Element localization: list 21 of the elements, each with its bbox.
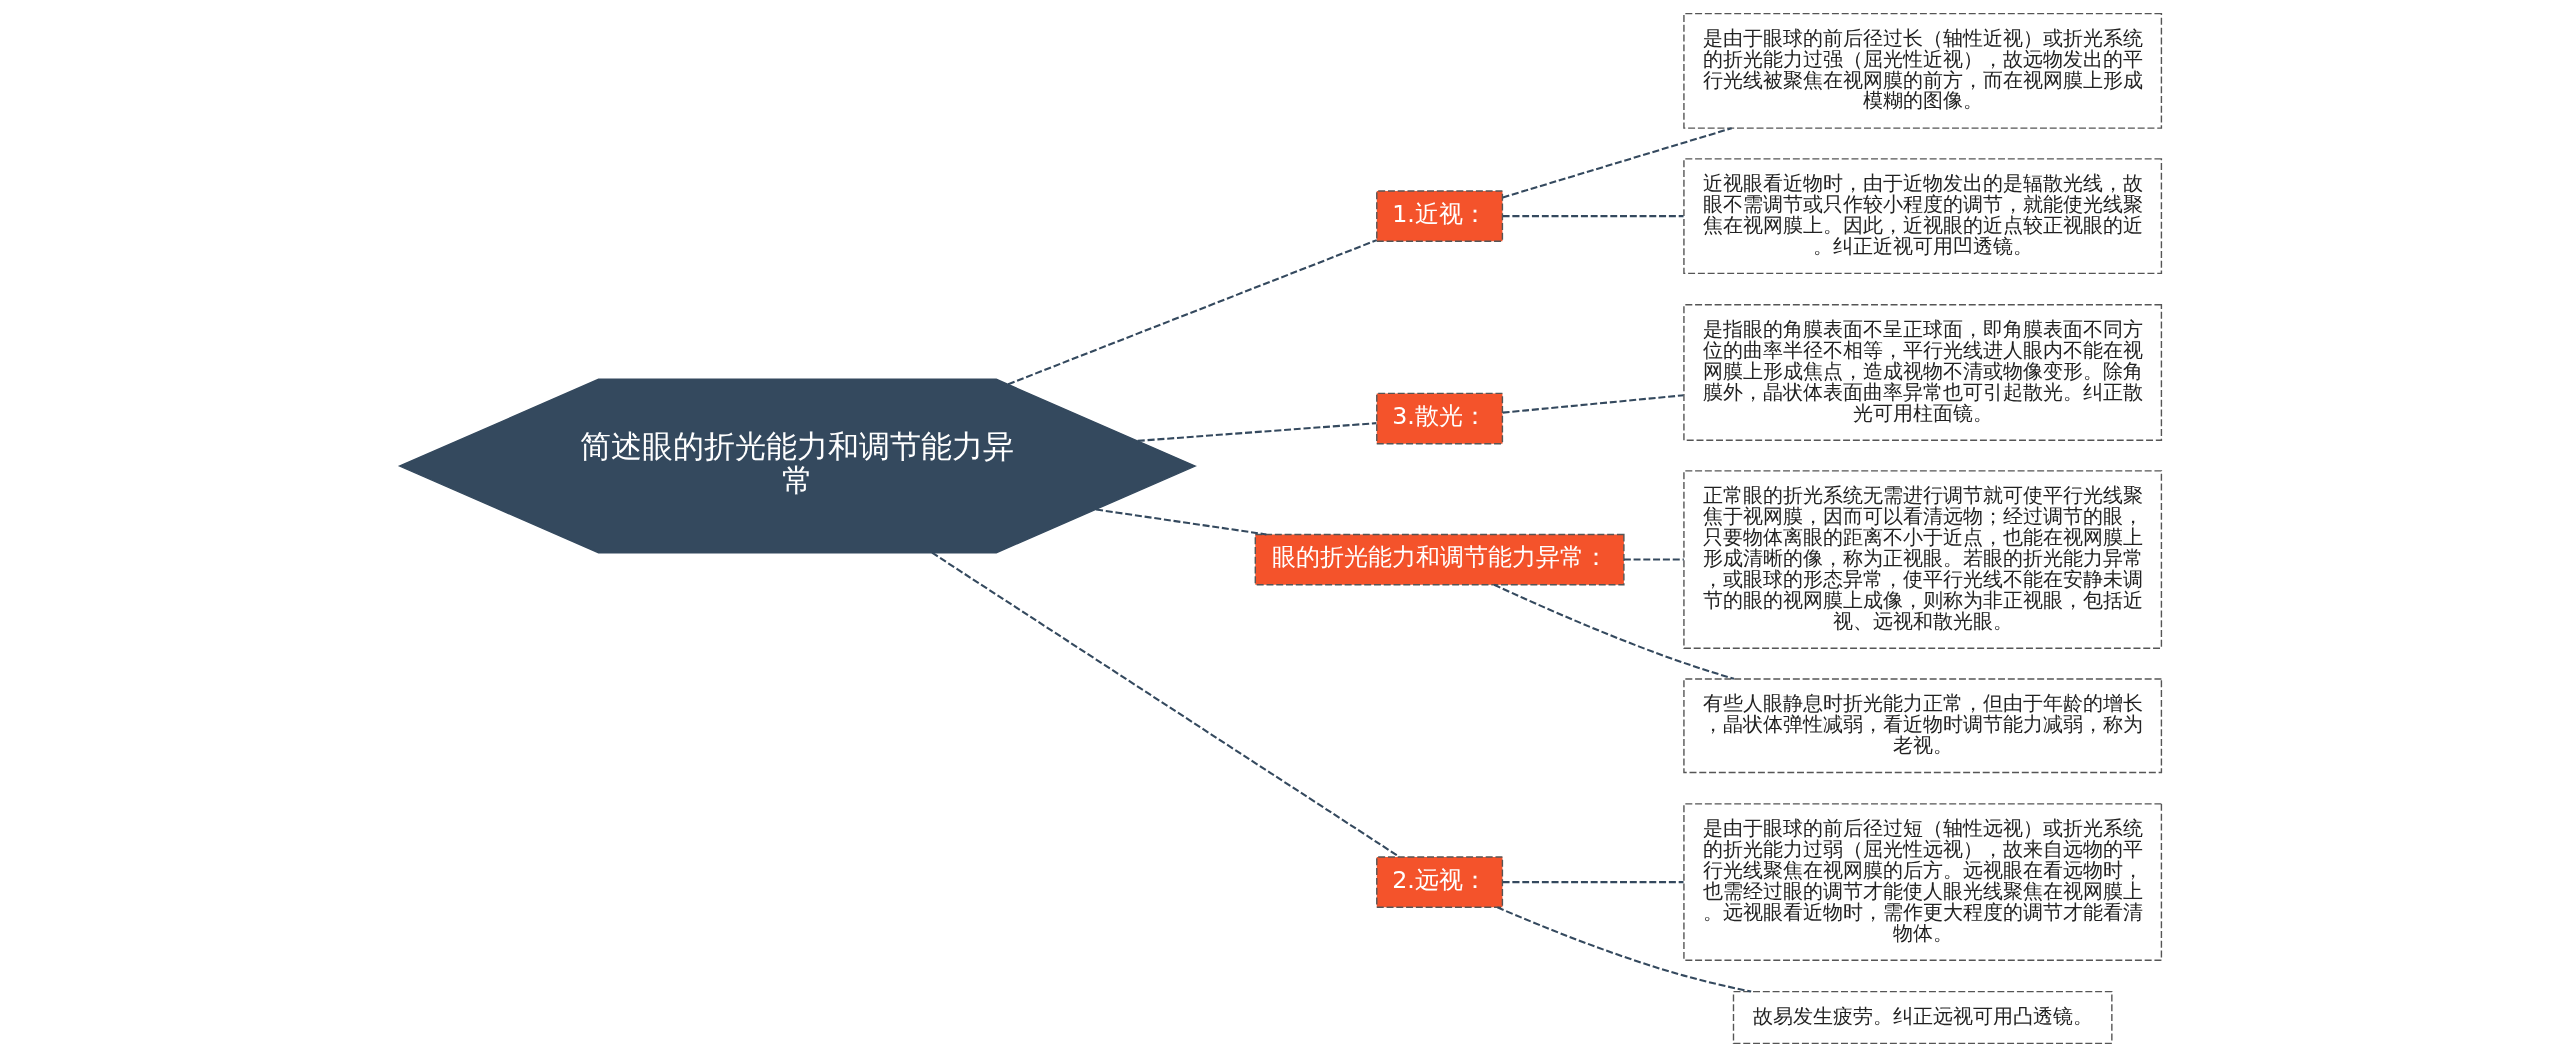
node-box: 是由于眼球的前后径过短（轴性远视）或折光系统的折光能力过弱（屈光性远视），故来自远物的平行光线聚焦在视网膜的后方。远视眼在看远物时，也需经过眼的调节才能使人眼光线聚焦在视网膜上。远视眼看近物时，需作更大程度的调节才能看清物体。 [1682, 803, 2162, 961]
connector [1502, 394, 1684, 414]
connector [1007, 239, 1377, 386]
connector [1095, 508, 1266, 536]
node-box: 是指眼的角膜表面不呈正球面，即角膜表面不同方位的曲率半径不相等，平行光线进人眼内不能在视网膜上形成焦点，造成视物不清或物像变形。除角膜外，晶状体表面曲率异常也可引起散光。纠正散光可用柱面镜。 [1682, 304, 2162, 441]
connector [931, 551, 1400, 858]
node-box: 是由于眼球的前后径过长（轴性近视）或折光系统的折光能力过强（屈光性近视），故远物发出的平行光线被聚焦在视网膜的前方，而在视网膜上形成模糊的图像。 [1682, 12, 2162, 129]
node-box: 眼的折光能力和调节能力异常： [1254, 533, 1625, 586]
node-box: 正常眼的折光系统无需进行调节就可使平行光线聚焦于视网膜，因而可以看清远物；经过调节的眼，只要物体离眼的距离不小于近点，也能在视网膜上形成清晰的像，称为正视眼。若眼的折光能力异常，或眼球的形态异常，使平行光线不能在安静未调节的眼的视网膜上成像，则称为非正视眼，包括近视、远视和散光眼。 [1682, 470, 2162, 649]
node-box: 3.散光： [1375, 392, 1503, 445]
node-box: 有些人眼静息时折光能力正常，但由于年龄的增长，晶状体弹性减弱，看近物时调节能力减弱，称为老视。 [1682, 678, 2162, 774]
connector [1623, 558, 1684, 561]
node-box: 近视眼看近物时，由于近物发出的是辐散光线，故眼不需调节或只作较小程度的调节，就能使光线聚焦在视网膜上。因此，近视眼的近点较正视眼的近。纠正近视可用凹透镜。 [1682, 158, 2162, 275]
connector [1496, 906, 1751, 993]
node-box: 2.远视： [1375, 856, 1503, 908]
connector [1137, 422, 1376, 442]
node-box: 故易发生疲劳。纠正远视可用凸透镜。 [1732, 990, 2113, 1045]
connector [1502, 881, 1683, 884]
connector [1502, 215, 1683, 218]
connector [1502, 127, 1732, 199]
node-box: 1.近视： [1375, 190, 1503, 242]
